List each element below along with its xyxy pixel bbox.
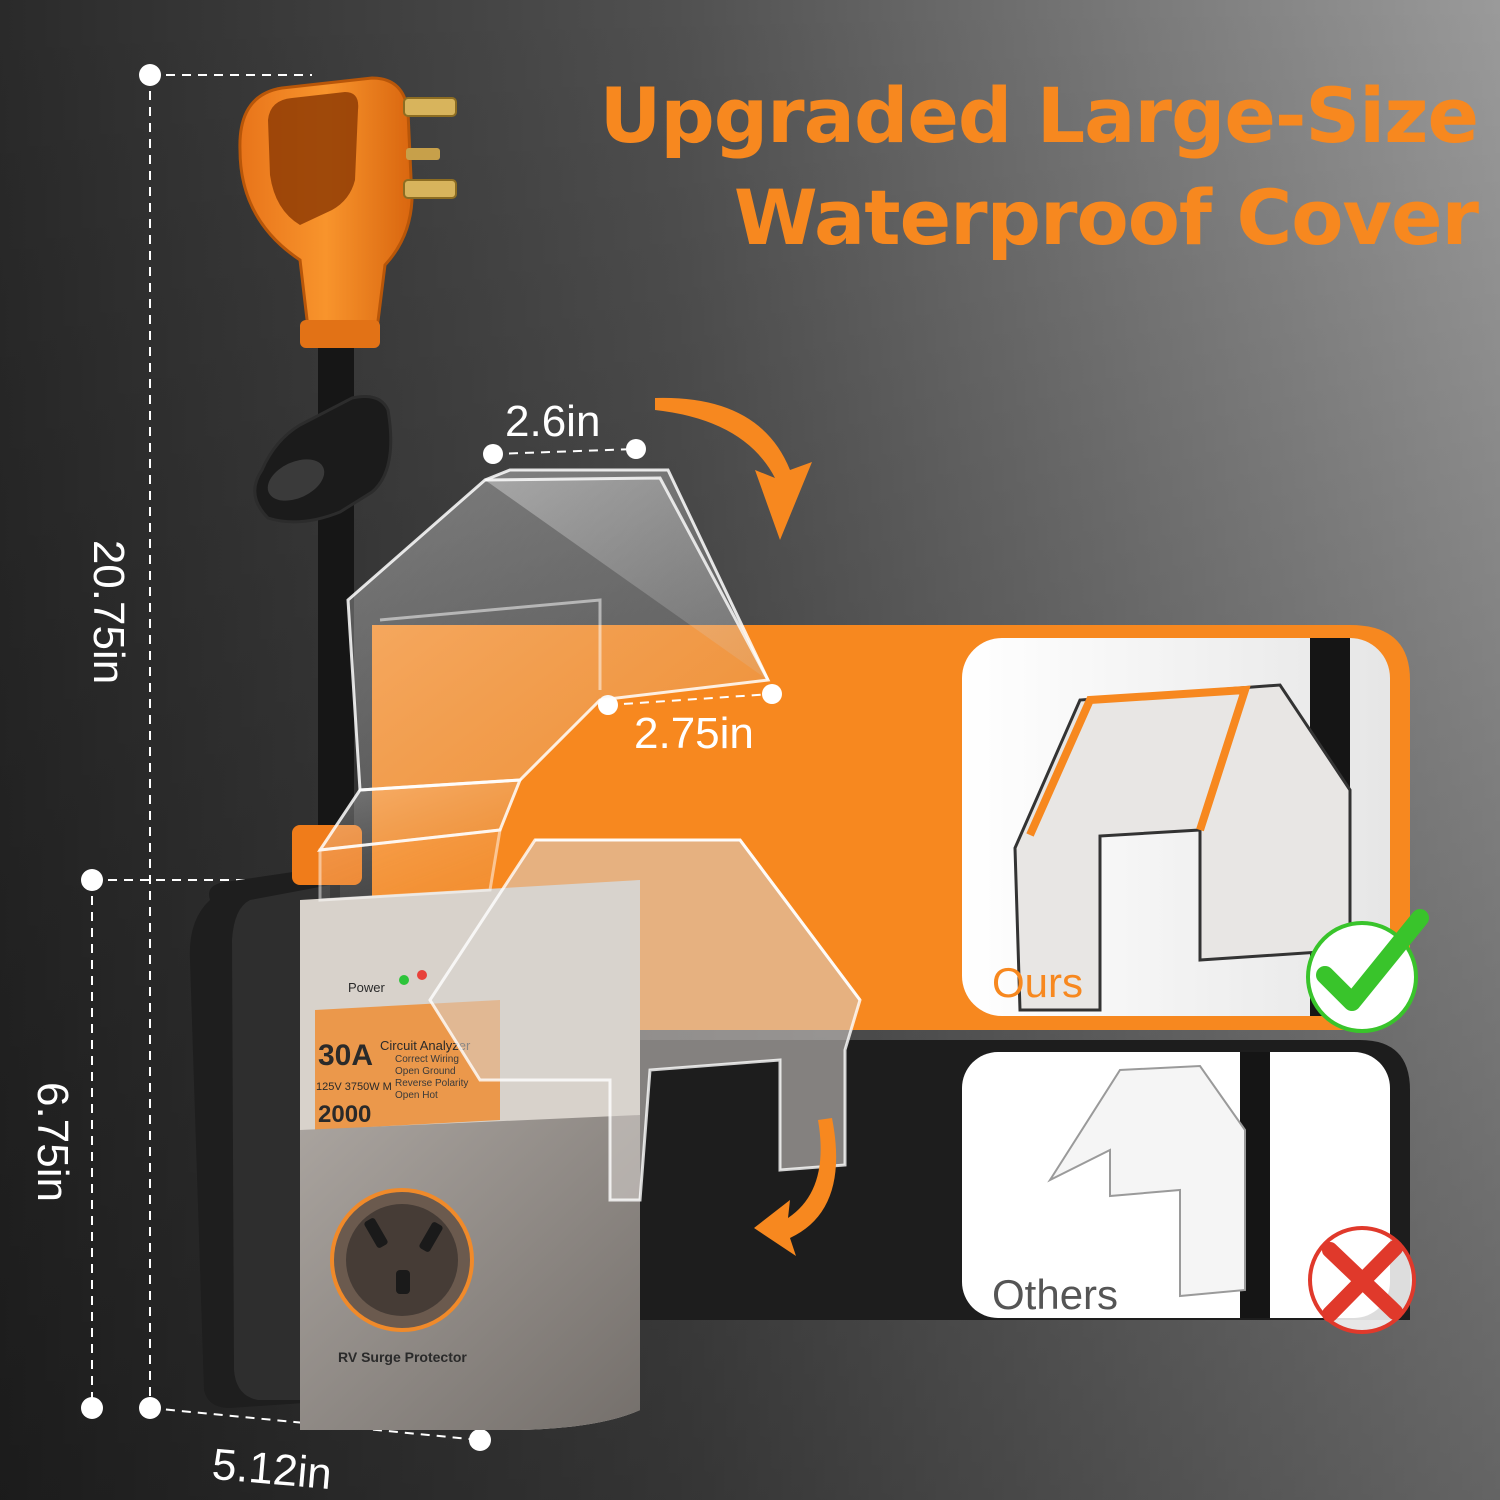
cable-strap-hole (267, 459, 325, 501)
device-analyzer-item: Open Hot (395, 1090, 438, 1101)
device-analyzer-item: Correct Wiring (395, 1054, 459, 1065)
device-analyzer-item: Reverse Polarity (395, 1078, 468, 1089)
dimension-base-depth: 5.12in (210, 1439, 334, 1500)
device-rating: 125V 3750W M (316, 1081, 392, 1093)
dimension-body-height: 6.75in (27, 1082, 77, 1202)
ours-label: Ours (992, 959, 1084, 1006)
dimension-total-height: 20.75in (84, 539, 134, 685)
device-joules: 2000 (318, 1101, 371, 1128)
device-amperage: 30A (318, 1039, 373, 1072)
device-product-name: RV Surge Protector (338, 1349, 467, 1365)
device-analyzer-title: Circuit Analyzer (380, 1038, 471, 1053)
plug (238, 76, 457, 348)
waterproof-cover-open (316, 468, 771, 902)
dimension-cover-bottom-width: 2.75in (634, 709, 754, 758)
device-analyzer-item: Open Ground (395, 1066, 456, 1077)
device-indicator: Power (348, 980, 386, 995)
device-labels: 30A Circuit Analyzer Correct Wiring Open… (316, 970, 471, 1365)
headline-line2: Waterproof Cover (733, 173, 1479, 262)
cross-icon (1308, 1226, 1416, 1334)
headline-line1: Upgraded Large-Size (599, 71, 1479, 160)
rotate-arrows (655, 397, 837, 1256)
others-panel (962, 1052, 1390, 1318)
dimension-cover-top-width: 2.6in (505, 397, 601, 446)
check-icon (1306, 909, 1429, 1033)
waterproof-cover-closed (428, 838, 862, 1202)
cable (318, 300, 354, 840)
others-label: Others (992, 1271, 1119, 1318)
dimension-dots (81, 64, 782, 1451)
